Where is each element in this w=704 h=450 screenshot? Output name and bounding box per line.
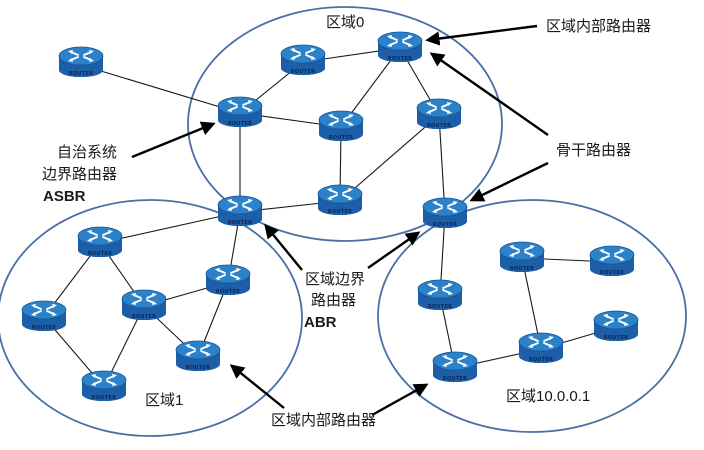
svg-text:ROUTER: ROUTER [600,270,625,276]
router-icon: ROUTER [422,197,468,229]
svg-text:ROUTER: ROUTER [69,71,94,77]
svg-text:ROUTER: ROUTER [328,209,353,215]
router-icon: ROUTER [377,31,423,63]
svg-text:ROUTER: ROUTER [228,121,253,127]
labels: 区域0 区域1 区域10.0.0.1 区域内部路由器 骨干路由器 自治系统 边界… [42,14,651,429]
arrow-backbone-2 [469,161,549,202]
svg-text:ROUTER: ROUTER [329,135,354,141]
link [99,211,241,244]
router-icon: ROUTER [77,226,123,258]
callout-asbr-line3: ASBR [43,188,86,205]
callout-asbr-line2: 边界路由器 [42,166,117,183]
svg-text:ROUTER: ROUTER [186,365,211,371]
router-icon: ROUTER [205,264,251,296]
arrow-backbone-1 [429,52,549,136]
svg-text:ROUTER: ROUTER [228,220,253,226]
router-icon: ROUTER [416,98,462,130]
area-0-boundary [187,6,503,242]
callout-abr-line1: 区域边界 [305,271,365,288]
svg-text:ROUTER: ROUTER [510,266,535,272]
router-icon: ROUTER [589,245,635,277]
svg-text:ROUTER: ROUTER [88,251,113,257]
link [80,64,241,114]
svg-text:ROUTER: ROUTER [291,69,316,75]
area-1-label: 区域1 [145,392,183,409]
arrow-abr-left [264,223,303,271]
svg-text:ROUTER: ROUTER [216,289,241,295]
callout-abr-line3: ABR [304,314,337,331]
router-icon: ROUTER [417,279,463,311]
svg-text:ROUTER: ROUTER [132,314,157,320]
callout-backbone-router: 骨干路由器 [556,142,631,159]
svg-text:ROUTER: ROUTER [92,395,117,401]
router-icon: ROUTER [318,110,364,142]
router-icon: ROUTER [280,44,326,76]
router-icon: ROUTER [217,195,263,227]
router-icon: ROUTER [432,351,478,383]
router-icon: ROUTER [121,289,167,321]
svg-text:ROUTER: ROUTER [443,376,468,382]
arrow-internal-bottom-left [229,364,285,409]
svg-text:ROUTER: ROUTER [427,123,452,129]
link [438,114,446,215]
svg-text:ROUTER: ROUTER [604,335,629,341]
router-icon: ROUTER [499,241,545,273]
router-icon: ROUTER [593,310,639,342]
arrow-abr-right [367,231,421,269]
arrow-internal-top [425,24,538,46]
router-icon: ROUTER [175,340,221,372]
callout-abr-line2: 路由器 [311,292,356,309]
arrow-asbr [131,121,216,159]
svg-text:ROUTER: ROUTER [529,357,554,363]
svg-text:ROUTER: ROUTER [428,304,453,310]
router-icon: ROUTER [21,300,67,332]
callout-internal-router-top: 区域内部路由器 [546,18,651,35]
svg-text:ROUTER: ROUTER [433,222,458,228]
svg-text:ROUTER: ROUTER [32,325,57,331]
callout-asbr-line1: 自治系统 [57,144,117,161]
link [339,114,440,202]
area-boundaries [0,6,687,437]
routers: ROUTER ROUTER ROUTER ROUTER ROUTER ROUTE… [21,31,639,402]
router-icon: ROUTER [58,46,104,78]
router-icon: ROUTER [81,370,127,402]
area-1-boundary [0,199,303,437]
svg-text:ROUTER: ROUTER [388,56,413,62]
area-10-boundary [377,199,687,433]
arrow-internal-bottom-right [371,383,429,417]
router-icon: ROUTER [518,332,564,364]
router-icon: ROUTER [317,184,363,216]
router-icon: ROUTER [217,96,263,128]
area-10-label: 区域10.0.0.1 [506,388,590,405]
callout-arrows [131,24,549,417]
callout-internal-router-bottom: 区域内部路由器 [271,412,376,429]
area-0-label: 区域0 [326,14,364,31]
